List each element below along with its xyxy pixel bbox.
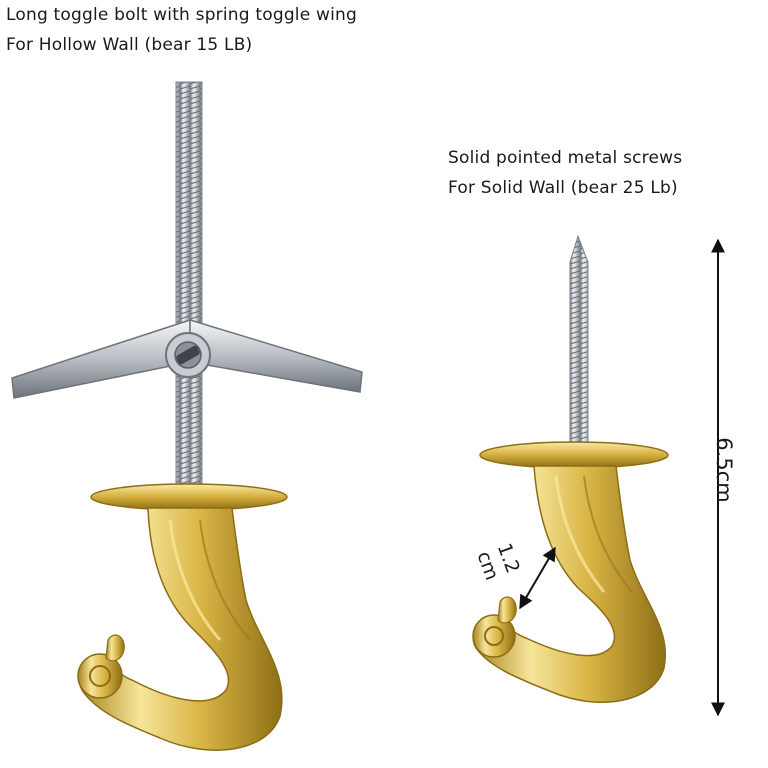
brass-hook-right bbox=[472, 465, 666, 703]
left-product-title: Long toggle bolt with spring toggle wing bbox=[6, 5, 357, 25]
right-product-subtitle: For Solid Wall (bear 25 Lb) bbox=[448, 178, 678, 198]
right-product-caption: Solid pointed metal screws For Solid Wal… bbox=[448, 143, 682, 203]
screw-hook bbox=[472, 234, 669, 703]
hook-scroll bbox=[77, 653, 123, 699]
width-dimension-arrow bbox=[519, 546, 556, 610]
hook-scroll-right bbox=[472, 614, 516, 658]
hook-flange bbox=[90, 483, 288, 511]
toggle-bolt-hook bbox=[11, 81, 363, 751]
threaded-bolt bbox=[175, 81, 203, 493]
toggle-wing-right bbox=[189, 318, 363, 393]
left-product-caption: Long toggle bolt with spring toggle wing… bbox=[6, 0, 357, 60]
pointed-screw bbox=[569, 234, 589, 446]
left-product-subtitle: For Hollow Wall (bear 15 LB) bbox=[6, 35, 253, 55]
screw-hook-flange bbox=[479, 441, 669, 469]
right-product-title: Solid pointed metal screws bbox=[448, 148, 683, 168]
height-dimension-label: 6.5cm bbox=[712, 437, 736, 503]
toggle-wing-left bbox=[11, 318, 191, 399]
brass-hook bbox=[78, 507, 283, 751]
